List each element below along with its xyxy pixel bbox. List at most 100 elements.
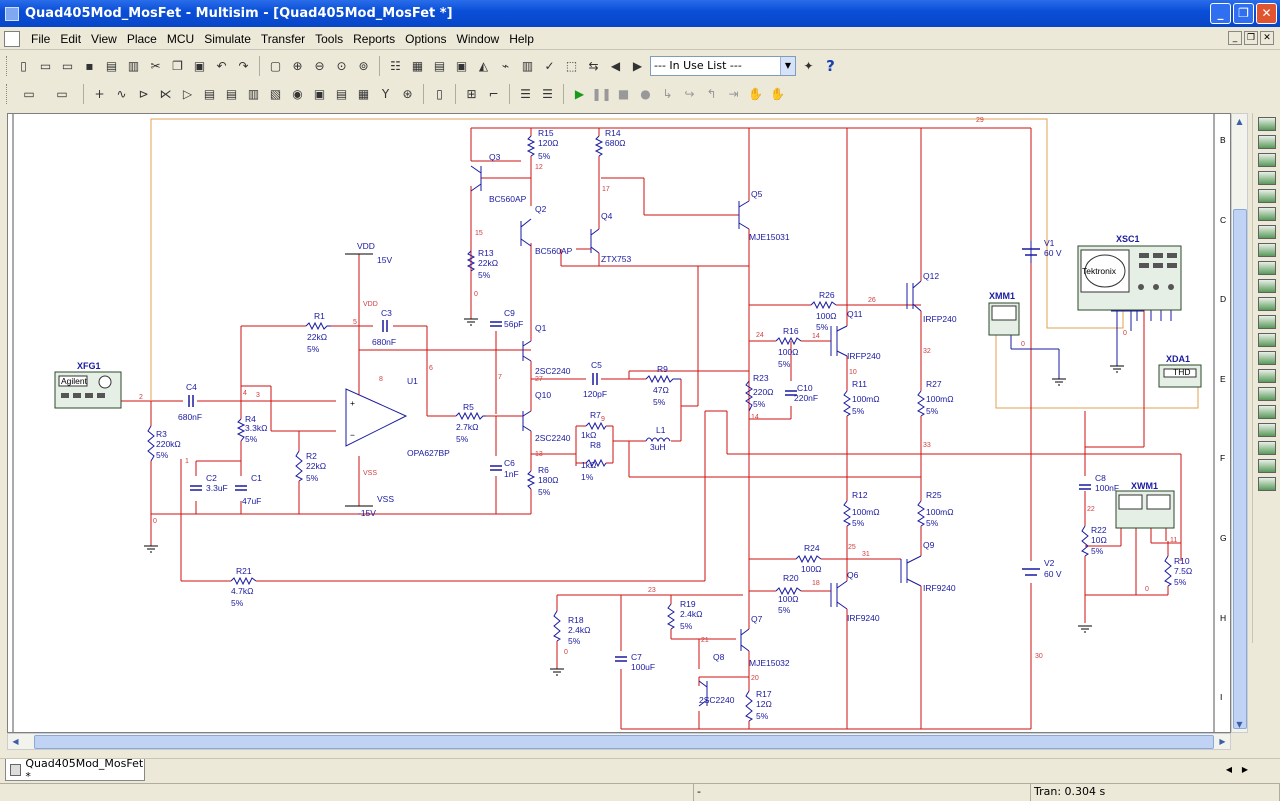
menu-simulate[interactable]: Simulate bbox=[204, 31, 251, 46]
agilent-multimeter-icon[interactable] bbox=[1257, 387, 1276, 401]
back-annotate-icon[interactable]: ⇆ bbox=[588, 58, 599, 73]
function-generator-icon[interactable] bbox=[1257, 135, 1276, 149]
capture-screen-icon[interactable]: ⬚ bbox=[565, 58, 578, 73]
place-transistor-icon[interactable]: ⋉ bbox=[159, 86, 172, 101]
menu-reports[interactable]: Reports bbox=[353, 31, 396, 46]
close-button[interactable]: ✕ bbox=[1256, 3, 1277, 24]
scroll-right-icon[interactable]: ▶ bbox=[1219, 737, 1226, 746]
bom-icon[interactable]: ▥ bbox=[521, 58, 534, 73]
toolbar-grip[interactable] bbox=[6, 55, 9, 76]
transfer-right-icon[interactable]: ▶ bbox=[632, 58, 643, 73]
vertical-scrollbar[interactable]: ▲ ▼ bbox=[1231, 113, 1248, 733]
menu-options[interactable]: Options bbox=[405, 31, 447, 46]
step-into-icon[interactable]: ↳ bbox=[662, 86, 673, 101]
print-preview-icon[interactable]: ▥ bbox=[127, 58, 140, 73]
erc-icon[interactable]: ✓ bbox=[544, 58, 555, 73]
place-indicator-icon[interactable]: ◉ bbox=[292, 86, 303, 101]
zoom-out-icon[interactable]: ⊖ bbox=[314, 58, 325, 73]
component-wizard-icon[interactable]: ▣ bbox=[455, 58, 468, 73]
help-icon[interactable]: ? bbox=[826, 56, 835, 75]
cut-icon[interactable]: ✂ bbox=[150, 58, 161, 73]
wattmeter-icon[interactable] bbox=[1257, 153, 1276, 167]
step-out-icon[interactable]: ↰ bbox=[706, 86, 717, 101]
menu-help[interactable]: Help bbox=[509, 31, 534, 46]
database-icon[interactable]: ▤ bbox=[433, 58, 446, 73]
place-rf-icon[interactable]: Y bbox=[381, 86, 390, 101]
open-sample-icon[interactable]: ▭ bbox=[61, 58, 74, 73]
menu-place[interactable]: Place bbox=[126, 31, 157, 46]
place-mixed-icon[interactable]: ▧ bbox=[269, 86, 282, 101]
step-over-icon[interactable]: ↪ bbox=[684, 86, 695, 101]
multimeter-icon[interactable] bbox=[1257, 117, 1276, 131]
horizontal-scrollbar[interactable]: ◀ ▶ bbox=[7, 733, 1231, 750]
scroll-up-icon[interactable]: ▲ bbox=[1236, 117, 1243, 126]
mdi-close-button[interactable]: ✕ bbox=[1260, 31, 1274, 45]
schematic-canvas[interactable]: B C D E F G H I bbox=[7, 113, 1231, 733]
four-channel-oscilloscope-icon[interactable] bbox=[1257, 189, 1276, 203]
place-ttl-icon[interactable]: ▤ bbox=[203, 86, 216, 101]
place-electromechanical-icon[interactable]: ⊛ bbox=[402, 86, 413, 101]
bode-plotter-icon[interactable] bbox=[1257, 207, 1276, 221]
zoom-area-icon[interactable]: ⊙ bbox=[336, 58, 347, 73]
minimize-button[interactable]: _ bbox=[1210, 3, 1231, 24]
measurement-probe-icon[interactable] bbox=[1257, 441, 1276, 455]
tab-quad405[interactable]: Quad405Mod_MosFet * bbox=[5, 757, 145, 783]
grapher-icon[interactable]: ⌁ bbox=[501, 58, 510, 73]
iv-analyzer-icon[interactable] bbox=[1257, 297, 1276, 311]
place-mcu-icon[interactable]: ▯ bbox=[436, 86, 443, 101]
hierarchical-block-icon[interactable]: ⊞ bbox=[466, 86, 477, 101]
place-basic-icon[interactable]: ∿ bbox=[116, 86, 127, 101]
spectrum-analyzer-icon[interactable] bbox=[1257, 333, 1276, 347]
mdi-restore-button[interactable]: ❐ bbox=[1244, 31, 1258, 45]
redo-icon[interactable]: ↷ bbox=[238, 58, 249, 73]
spreadsheet-icon[interactable]: ▦ bbox=[411, 58, 424, 73]
undo-icon[interactable]: ↶ bbox=[216, 58, 227, 73]
logic-analyzer-icon[interactable] bbox=[1257, 261, 1276, 275]
place-advanced-peripherals-icon[interactable]: ▦ bbox=[357, 86, 370, 101]
network-analyzer-icon[interactable] bbox=[1257, 351, 1276, 365]
labview-instrument-icon[interactable] bbox=[1257, 459, 1276, 473]
chevron-down-icon[interactable]: ▼ bbox=[780, 56, 795, 75]
copy-icon[interactable]: ❐ bbox=[172, 58, 183, 73]
mdi-minimize-button[interactable]: _ bbox=[1228, 31, 1242, 45]
postprocessor-icon[interactable]: ◭ bbox=[478, 58, 489, 73]
design-toolbox-icon[interactable]: ☷ bbox=[390, 58, 401, 73]
new-icon[interactable]: ▯ bbox=[20, 58, 27, 73]
toolbar-grip[interactable] bbox=[6, 83, 9, 104]
menu-mcu[interactable]: MCU bbox=[166, 31, 195, 46]
toggle-breakpoint-icon[interactable]: ✋ bbox=[748, 86, 763, 101]
education-web-icon[interactable]: ✦ bbox=[803, 58, 814, 73]
word-generator-icon[interactable] bbox=[1257, 243, 1276, 257]
print-icon[interactable]: ▤ bbox=[105, 58, 118, 73]
scroll-left-icon[interactable]: ◀ bbox=[12, 737, 19, 746]
run-icon[interactable]: ▶ bbox=[574, 86, 585, 101]
place-source-icon[interactable]: + bbox=[94, 86, 105, 101]
place-power-icon[interactable]: ▣ bbox=[313, 86, 326, 101]
current-probe-icon[interactable] bbox=[1257, 477, 1276, 491]
menu-edit[interactable]: Edit bbox=[60, 31, 82, 46]
vertical-scroll-thumb[interactable] bbox=[1233, 209, 1247, 729]
fullscreen-icon[interactable]: ▢ bbox=[269, 58, 282, 73]
run-to-cursor-icon[interactable]: ⇥ bbox=[728, 86, 739, 101]
stop-icon[interactable]: ■ bbox=[617, 86, 630, 101]
document-icon[interactable] bbox=[4, 30, 20, 47]
open-icon[interactable]: ▭ bbox=[39, 58, 52, 73]
save-icon[interactable]: ▪ bbox=[85, 58, 94, 73]
logic-converter-icon[interactable] bbox=[1257, 279, 1276, 293]
in-use-list-select[interactable]: --- In Use List --- ▼ bbox=[650, 55, 796, 76]
board-icon[interactable]: ▭ bbox=[23, 86, 35, 101]
menu-view[interactable]: View bbox=[91, 31, 117, 46]
probe-settings-icon[interactable]: ☰ bbox=[542, 86, 553, 101]
menu-window[interactable]: Window bbox=[456, 31, 500, 46]
menu-file[interactable]: File bbox=[31, 31, 51, 46]
place-misc-digital-icon[interactable]: ▥ bbox=[247, 86, 260, 101]
place-analog-icon[interactable]: ▷ bbox=[182, 86, 193, 101]
place-cmos-icon[interactable]: ▤ bbox=[225, 86, 238, 101]
virtual-toggle-icon[interactable]: ▭ bbox=[56, 86, 68, 101]
frequency-counter-icon[interactable] bbox=[1257, 225, 1276, 239]
menu-transfer[interactable]: Transfer bbox=[260, 31, 306, 46]
probe-list-icon[interactable]: ☰ bbox=[520, 86, 531, 101]
restore-button[interactable]: ❐ bbox=[1233, 3, 1254, 24]
place-misc-icon[interactable]: ▤ bbox=[335, 86, 348, 101]
distortion-analyzer-icon[interactable] bbox=[1257, 315, 1276, 329]
